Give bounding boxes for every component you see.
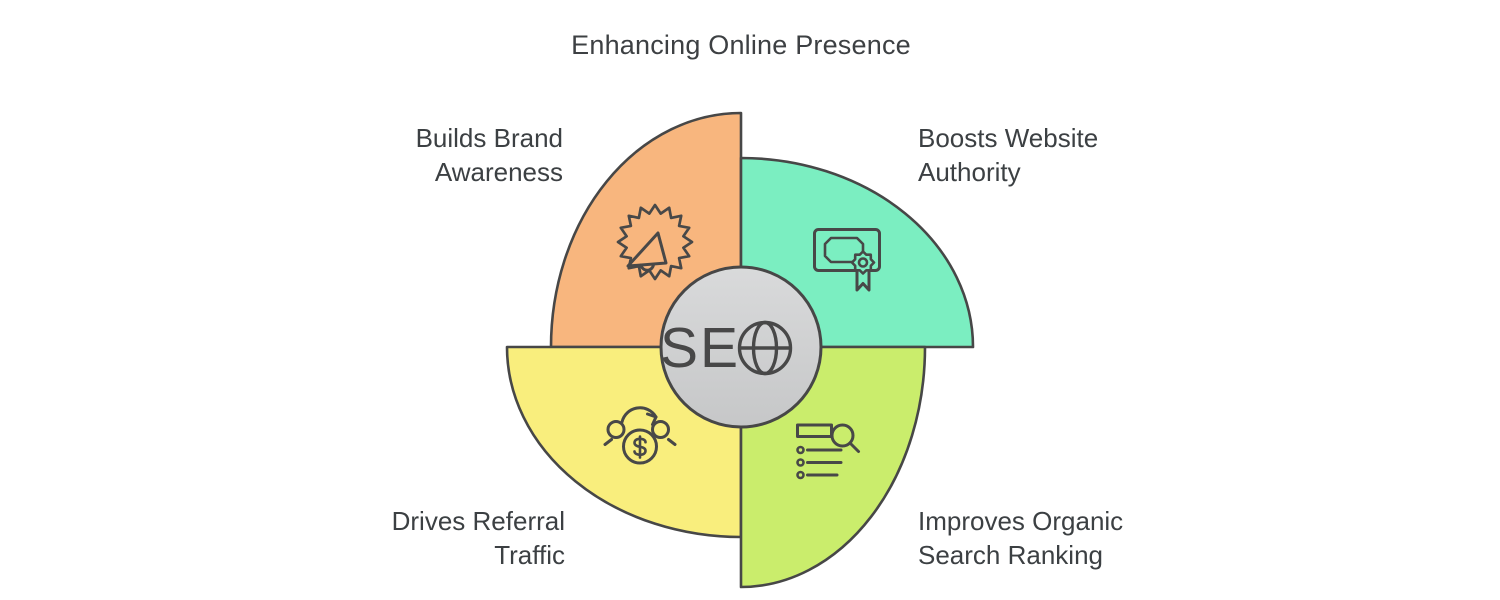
search-list-icon <box>796 423 860 480</box>
label-boosts-website-authority: Boosts Website Authority <box>918 123 1099 187</box>
money-exchange-icon <box>603 406 677 465</box>
label-builds-brand-awareness: Builds Brand Awareness <box>415 123 563 187</box>
megaphone-burst-icon <box>616 203 694 281</box>
label-drives-referral-traffic: Drives Referral Traffic <box>391 506 565 570</box>
certificate-icon <box>813 228 881 292</box>
center-label: SE <box>660 316 740 380</box>
center-hub: SE <box>659 265 823 429</box>
diagram-title: Enhancing Online Presence <box>571 30 911 60</box>
label-improves-organic-search-ranking: Improves Organic Search Ranking <box>918 506 1124 570</box>
globe-icon <box>737 320 793 376</box>
